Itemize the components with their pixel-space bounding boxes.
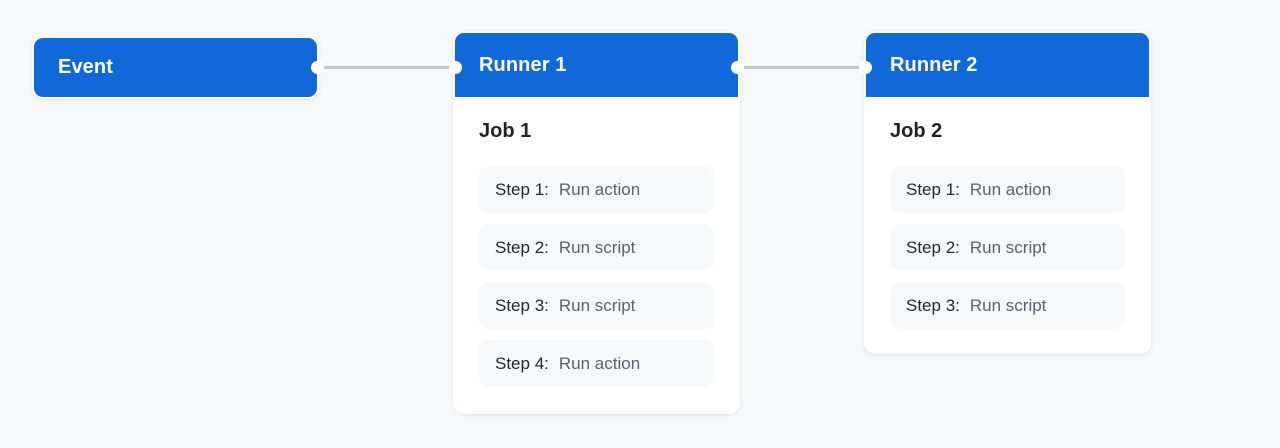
step-value: Run script bbox=[558, 295, 636, 315]
connection-dot-runner1-in bbox=[449, 61, 462, 74]
runner2-step-3: Step 3: Run script bbox=[890, 282, 1125, 329]
runner1-step-2: Step 2: Run script bbox=[479, 224, 714, 271]
step-value: Run script bbox=[969, 237, 1047, 257]
step-value: Run action bbox=[558, 353, 641, 373]
step-label: Step 1: bbox=[906, 179, 960, 199]
connection-dot-event-out bbox=[311, 61, 324, 74]
runner1-header: Runner 1 bbox=[455, 33, 738, 97]
step-label: Step 4: bbox=[495, 353, 549, 373]
runner2-job-title: Job 2 bbox=[890, 120, 943, 142]
runner1-step-3: Step 3: Run script bbox=[479, 282, 714, 329]
runner1-title: Runner 1 bbox=[479, 53, 567, 76]
runner2-title: Runner 2 bbox=[890, 53, 978, 76]
runner2-body: Job 2 Step 1: Run action Step 2: Run scr… bbox=[866, 97, 1149, 329]
runner1-job-title: Job 1 bbox=[479, 120, 532, 142]
step-value: Run script bbox=[558, 237, 636, 257]
connection-dot-runner1-out bbox=[731, 61, 744, 74]
connection-dot-runner2-in bbox=[859, 61, 872, 74]
step-label: Step 1: bbox=[495, 179, 549, 199]
runner1-card: Runner 1 Job 1 Step 1: Run action Step 2… bbox=[455, 33, 738, 412]
runner2-step-1: Step 1: Run action bbox=[890, 166, 1125, 213]
step-value: Run script bbox=[969, 295, 1047, 315]
step-label: Step 3: bbox=[495, 295, 549, 315]
step-label: Step 2: bbox=[906, 237, 960, 257]
event-node: Event bbox=[34, 38, 317, 97]
step-value: Run action bbox=[558, 179, 641, 199]
step-label: Step 3: bbox=[906, 295, 960, 315]
runner2-card: Runner 2 Job 2 Step 1: Run action Step 2… bbox=[866, 33, 1149, 352]
connector-event-runner1 bbox=[317, 66, 455, 69]
step-value: Run action bbox=[969, 179, 1052, 199]
step-label: Step 2: bbox=[495, 237, 549, 257]
connector-runner1-runner2 bbox=[738, 66, 866, 69]
runner1-step-1: Step 1: Run action bbox=[479, 166, 714, 213]
runner2-step-2: Step 2: Run script bbox=[890, 224, 1125, 271]
event-node-title: Event bbox=[58, 56, 113, 78]
runner1-step-4: Step 4: Run action bbox=[479, 340, 714, 387]
runner2-header: Runner 2 bbox=[866, 33, 1149, 97]
runner1-body: Job 1 Step 1: Run action Step 2: Run scr… bbox=[455, 97, 738, 387]
